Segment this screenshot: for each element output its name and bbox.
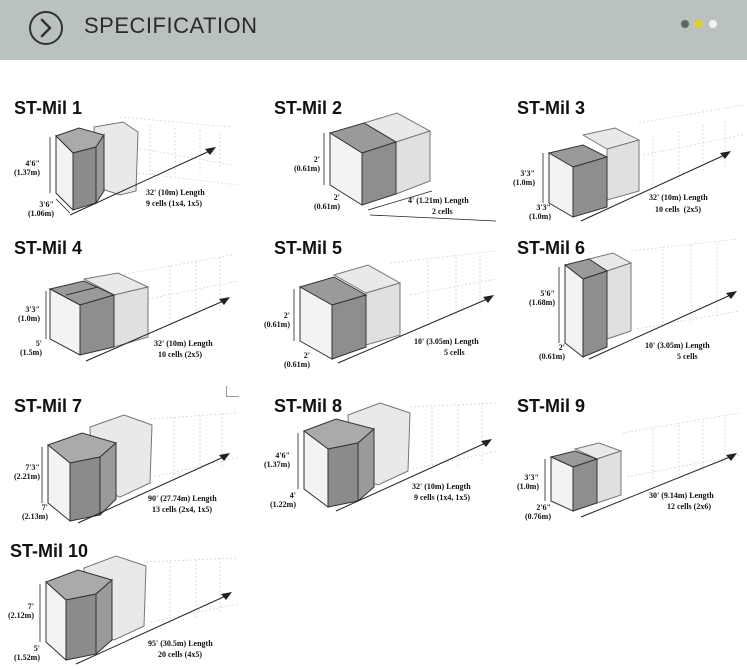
length-label: 4' (1.21m) Length bbox=[408, 196, 469, 205]
cells-label: 12 cells (2x6) bbox=[667, 502, 711, 511]
width-label: 5' (1.52m) bbox=[14, 644, 40, 662]
cells-label: 2 cells bbox=[432, 207, 453, 216]
height-label: 2' (0.61m) bbox=[264, 311, 290, 329]
product-cell: ST-Mil 7 7'3" (2.21m) 7' (2.13m) 90' (27… bbox=[0, 393, 240, 553]
unit-diagram bbox=[293, 250, 497, 364]
product-cell: ST-Mil 6 5'6" (1.68m) 2' (0.61m) 10' (3.… bbox=[503, 235, 743, 395]
cells-label: 10 cells (2x5) bbox=[158, 350, 202, 359]
page-title: SPECIFICATION bbox=[84, 13, 258, 38]
model-name: ST-Mil 2 bbox=[274, 98, 343, 118]
width-label: 5' (1.5m) bbox=[20, 339, 42, 357]
width-label: 7' (2.13m) bbox=[22, 503, 48, 521]
model-name: ST-Mil 9 bbox=[517, 396, 586, 416]
product-cell: ST-Mil 1 4'6" (1.37m) 3'6" (1.06m) 32' (… bbox=[0, 95, 240, 255]
width-label: 2'6" (0.76m) bbox=[525, 503, 551, 521]
model-name: ST-Mil 5 bbox=[274, 238, 343, 258]
cells-label: 10 cells (2x5) bbox=[655, 205, 701, 214]
width-label: 4' (1.22m) bbox=[270, 491, 296, 509]
unit-diagram bbox=[558, 238, 740, 360]
length-label: 30' (9.14m) Length bbox=[649, 491, 714, 500]
unit-diagram bbox=[45, 254, 239, 362]
height-label: 7' (2.12m) bbox=[8, 602, 34, 620]
chevron-right-icon bbox=[40, 18, 52, 38]
height-label: 7'3" (2.21m) bbox=[14, 463, 40, 481]
unit-diagram bbox=[41, 412, 239, 524]
model-name: ST-Mil 6 bbox=[517, 238, 586, 258]
width-label: 2' (0.61m) bbox=[284, 351, 310, 369]
unit-diagram bbox=[297, 402, 499, 512]
model-name: ST-Mil 4 bbox=[14, 238, 83, 258]
product-cell: ST-Mil 2 2' (0.61m) 2' (0.61m) 4' (1.21m… bbox=[260, 95, 500, 255]
height-label: 5'6" (1.68m) bbox=[529, 289, 555, 307]
carousel-dot[interactable] bbox=[681, 20, 689, 28]
length-label: 32' (10m) Length bbox=[146, 188, 205, 197]
height-label: 2' (0.61m) bbox=[294, 155, 320, 173]
length-label: 90' (27.74m) Length bbox=[148, 494, 217, 503]
length-label: 10' (3.05m) Length bbox=[414, 337, 479, 346]
width-label: 3'6" (1.06m) bbox=[28, 200, 54, 218]
cells-label: 9 cells (1x4, 1x5) bbox=[146, 199, 202, 208]
carousel-dot[interactable] bbox=[709, 20, 717, 28]
product-cell: ST-Mil 3 3'3" (1.0m) 3'3" (1.0m) 32' (10… bbox=[503, 95, 744, 255]
model-name: ST-Mil 10 bbox=[10, 541, 89, 561]
height-label: 4'6" (1.37m) bbox=[264, 451, 290, 469]
header-banner: SPECIFICATION bbox=[0, 0, 747, 60]
model-name: ST-Mil 1 bbox=[14, 98, 83, 118]
cells-label: 9 cells (1x4, 1x5) bbox=[414, 493, 470, 502]
corner-mark bbox=[226, 386, 239, 397]
length-label: 32' (10m) Length bbox=[154, 339, 213, 348]
product-cell: ST-Mil 4 3'3" (1.0m) 5' (1.5m) 32' (10m)… bbox=[0, 235, 240, 395]
model-name: ST-Mil 3 bbox=[517, 98, 586, 118]
model-name: ST-Mil 7 bbox=[14, 396, 83, 416]
width-label: 2' (0.61m) bbox=[314, 193, 340, 211]
product-cell: ST-Mil 5 2' (0.61m) 2' (0.61m) 10' (3.05… bbox=[260, 235, 500, 395]
product-cell: ST-Mil 9 3'3" (1.0m) 2'6" (0.76m) 30' (9… bbox=[503, 393, 743, 553]
cells-label: 20 cells (4x5) bbox=[158, 650, 202, 659]
cells-label: 5 cells bbox=[677, 352, 698, 361]
unit-diagram bbox=[544, 412, 742, 518]
cells-label: 5 cells bbox=[444, 348, 465, 357]
width-label: 3'3" (1.0m) bbox=[529, 203, 551, 221]
height-label: 4'6" (1.37m) bbox=[14, 159, 40, 177]
unit-diagram bbox=[39, 555, 239, 665]
length-label: 95' (30.5m) Length bbox=[148, 639, 213, 648]
length-label: 32' (10m) Length bbox=[649, 193, 708, 202]
length-label: 10' (3.05m) Length bbox=[645, 341, 710, 350]
unit-diagram bbox=[542, 104, 744, 222]
cells-label: 13 cells (2x4, 1x5) bbox=[152, 505, 212, 514]
height-label: 3'3" (1.0m) bbox=[517, 473, 539, 491]
height-label: 3'3" (1.0m) bbox=[18, 305, 40, 323]
product-cell: ST-Mil 10 7' (2.12m) 5' (1.52m) 95' (30.… bbox=[0, 538, 240, 669]
unit-diagram bbox=[49, 116, 239, 216]
carousel-dot[interactable] bbox=[695, 20, 703, 28]
width-label: 2' (0.61m) bbox=[539, 343, 565, 361]
height-label: 3'3" (1.0m) bbox=[513, 169, 535, 187]
unit-diagram bbox=[323, 112, 497, 222]
back-button[interactable] bbox=[29, 11, 63, 45]
model-name: ST-Mil 8 bbox=[274, 396, 343, 416]
length-label: 32' (10m) Length bbox=[412, 482, 471, 491]
product-cell: ST-Mil 8 4'6" (1.37m) 4' (1.22m) 32' (10… bbox=[260, 393, 500, 553]
